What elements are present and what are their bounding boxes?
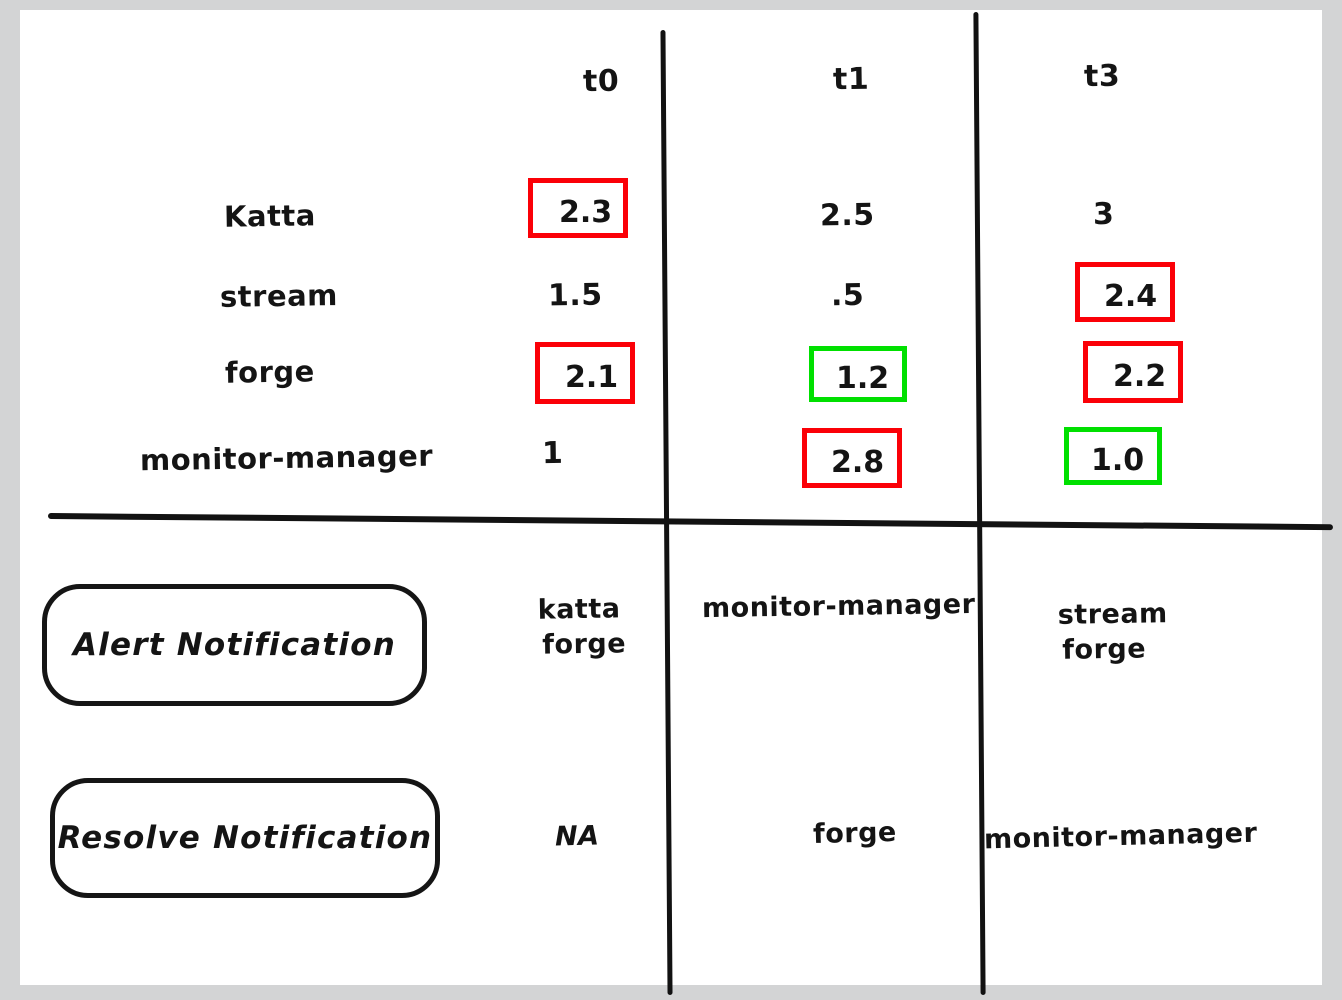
alert-cell-t0-line2: forge [542, 628, 627, 661]
row-label-forge: forge [224, 354, 316, 390]
metric-cell-monitor-manager-t3: 1.0 [1064, 427, 1162, 485]
resolve-cell-t1: forge [812, 816, 898, 851]
alert-notification-text: Alert Notification [72, 627, 397, 663]
metric-value: 1.2 [836, 361, 890, 396]
resolve-cell-t0: NA [554, 820, 600, 853]
column-divider-t0-t1 [660, 29, 673, 996]
alert-cell-t1: monitor-manager [701, 588, 976, 625]
column-header-t1: t1 [832, 61, 870, 98]
alert-cell-t0: katta forge [537, 593, 627, 661]
row-label-katta: Katta [223, 198, 317, 234]
alert-notification-label: Alert Notification [42, 584, 427, 706]
resolve-cell-t0-line1: NA [554, 820, 600, 853]
column-header-t3: t3 [1083, 58, 1121, 95]
metric-cell-monitor-manager-t0: 1 [541, 435, 564, 472]
alert-cell-t1-line1: monitor-manager [701, 588, 976, 625]
alert-cell-t0-line1: katta [537, 593, 621, 626]
metric-cell-stream-t3: 2.4 [1075, 262, 1175, 322]
alert-cell-t3-line1: stream [1057, 598, 1168, 631]
metric-cell-stream-t1: .5 [830, 277, 865, 314]
resolve-cell-t3: monitor-manager [983, 817, 1258, 856]
metric-cell-katta-t1: 2.5 [819, 197, 875, 234]
alert-cell-t3: stream forge [1057, 598, 1169, 666]
metric-value: 2.3 [559, 195, 613, 230]
alert-cell-t3-line2: forge [1062, 633, 1147, 666]
metric-value: 2.8 [831, 445, 885, 480]
diagram-canvas: t0 t1 t3 Katta stream forge monitor-mana… [20, 10, 1333, 996]
column-header-t0: t0 [582, 63, 620, 100]
metric-value: 2.2 [1113, 359, 1167, 394]
metric-cell-forge-t1: 1.2 [809, 346, 907, 402]
metric-value: 2.1 [565, 360, 619, 395]
metric-cell-forge-t3: 2.2 [1083, 341, 1183, 403]
resolve-cell-t1-line1: forge [812, 816, 898, 851]
resolve-cell-t3-line1: monitor-manager [983, 817, 1258, 856]
metric-cell-forge-t0: 2.1 [535, 342, 635, 404]
resolve-notification-label: Resolve Notification [50, 778, 440, 898]
metric-cell-katta-t3: 3 [1092, 196, 1115, 233]
row-label-stream: stream [219, 278, 339, 314]
row-label-monitor-manager: monitor-manager [139, 438, 434, 478]
metric-value: 2.4 [1104, 279, 1158, 314]
table-section-divider [47, 513, 1333, 531]
resolve-notification-text: Resolve Notification [57, 820, 433, 856]
metric-cell-katta-t0: 2.3 [528, 178, 628, 238]
metric-cell-monitor-manager-t1: 2.8 [802, 428, 902, 488]
metric-value: 1.0 [1091, 443, 1145, 478]
metric-cell-stream-t0: 1.5 [547, 277, 603, 314]
